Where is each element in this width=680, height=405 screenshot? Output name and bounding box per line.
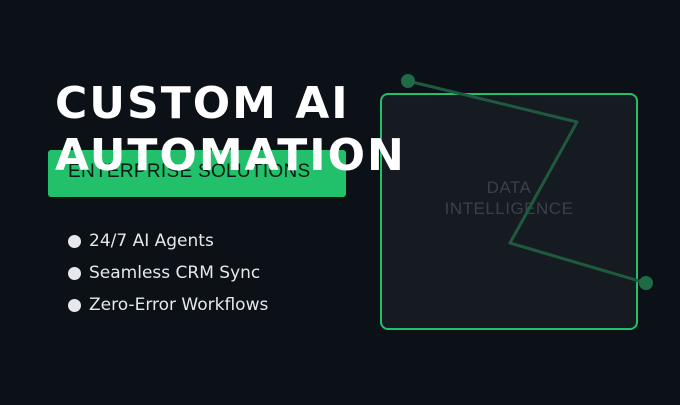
- feature-label: 24/7 AI Agents: [89, 231, 214, 251]
- feature-list: 24/7 AI Agents Seamless CRM Sync Zero-Er…: [68, 225, 268, 321]
- bullet-icon: [68, 266, 81, 280]
- connector-node-end: [639, 276, 653, 290]
- banner-label: ENTERPRISE SOLUTIONS: [68, 161, 311, 182]
- bullet-icon: [68, 298, 81, 312]
- feature-item: Zero-Error Workflows: [68, 289, 268, 321]
- data-intelligence-card: DATA INTELLIGENCE: [380, 93, 638, 330]
- headline-line2: AUTOMATION: [55, 130, 406, 181]
- feature-item: Seamless CRM Sync: [68, 257, 268, 289]
- headline: CUSTOM AI AUTOMATION: [55, 78, 406, 182]
- feature-label: Zero-Error Workflows: [89, 295, 269, 315]
- enterprise-solutions-banner: ENTERPRISE SOLUTIONS: [48, 150, 346, 197]
- feature-label: Seamless CRM Sync: [89, 263, 261, 283]
- feature-item: 24/7 AI Agents: [68, 225, 268, 257]
- bullet-icon: [68, 234, 81, 248]
- card-label-line1: DATA: [486, 178, 532, 197]
- headline-line1: CUSTOM AI: [55, 78, 350, 129]
- card-label: DATA INTELLIGENCE: [382, 177, 636, 219]
- card-label-line2: INTELLIGENCE: [444, 199, 574, 218]
